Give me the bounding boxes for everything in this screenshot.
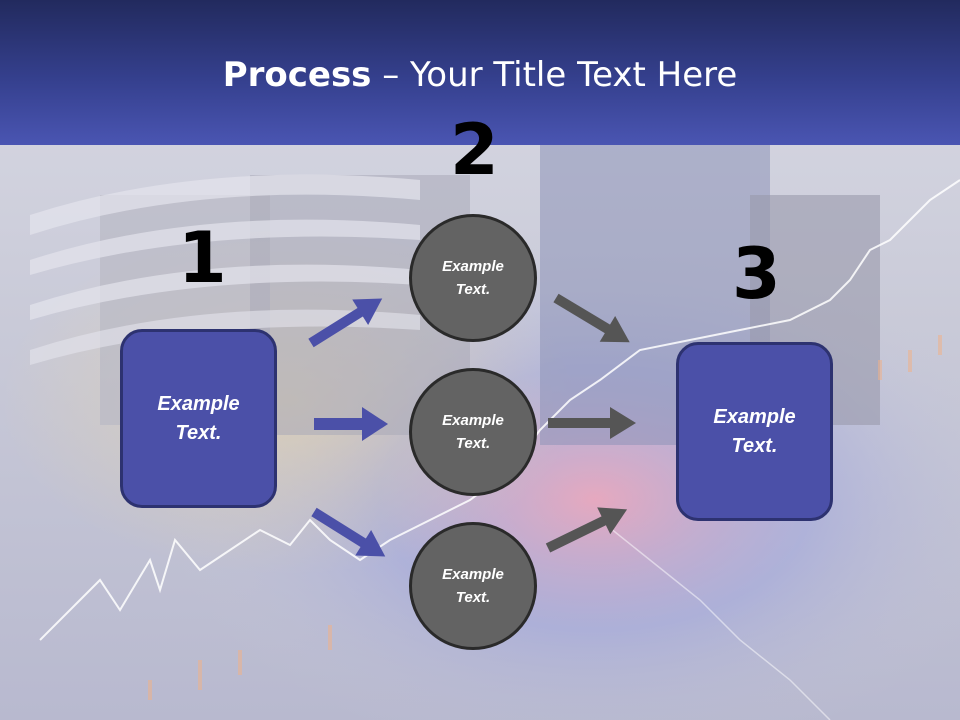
title-bar — [0, 0, 960, 145]
circle-middle-text: Example Text. — [442, 412, 504, 452]
circle-bottom-text: Example Text. — [442, 566, 504, 606]
blue-arrow-up — [308, 298, 383, 348]
blue-arrow-middle — [314, 407, 388, 441]
gray-arrow-middle — [548, 407, 636, 439]
blue-arrow-down — [311, 507, 386, 557]
slide-title: Process – Your Title Text Here — [0, 55, 960, 95]
gray-arrow-up — [545, 507, 628, 553]
circle-top-text: Example Text. — [442, 258, 504, 298]
gray-arrow-down — [553, 293, 630, 343]
circle-middle: Example Text. — [409, 368, 537, 496]
step-number-2: 2 — [450, 109, 499, 191]
title-bold: Process — [222, 55, 372, 95]
left-step-box: Example Text. — [120, 329, 277, 508]
step-number-3: 3 — [732, 233, 781, 315]
title-rest: – Your Title Text Here — [371, 55, 738, 95]
circle-bottom: Example Text. — [409, 522, 537, 650]
right-step-box: Example Text. — [676, 342, 833, 521]
circle-top: Example Text. — [409, 214, 537, 342]
step-number-1: 1 — [178, 217, 227, 299]
right-box-text: Example Text. — [713, 405, 796, 457]
left-box-text: Example Text. — [157, 392, 240, 444]
